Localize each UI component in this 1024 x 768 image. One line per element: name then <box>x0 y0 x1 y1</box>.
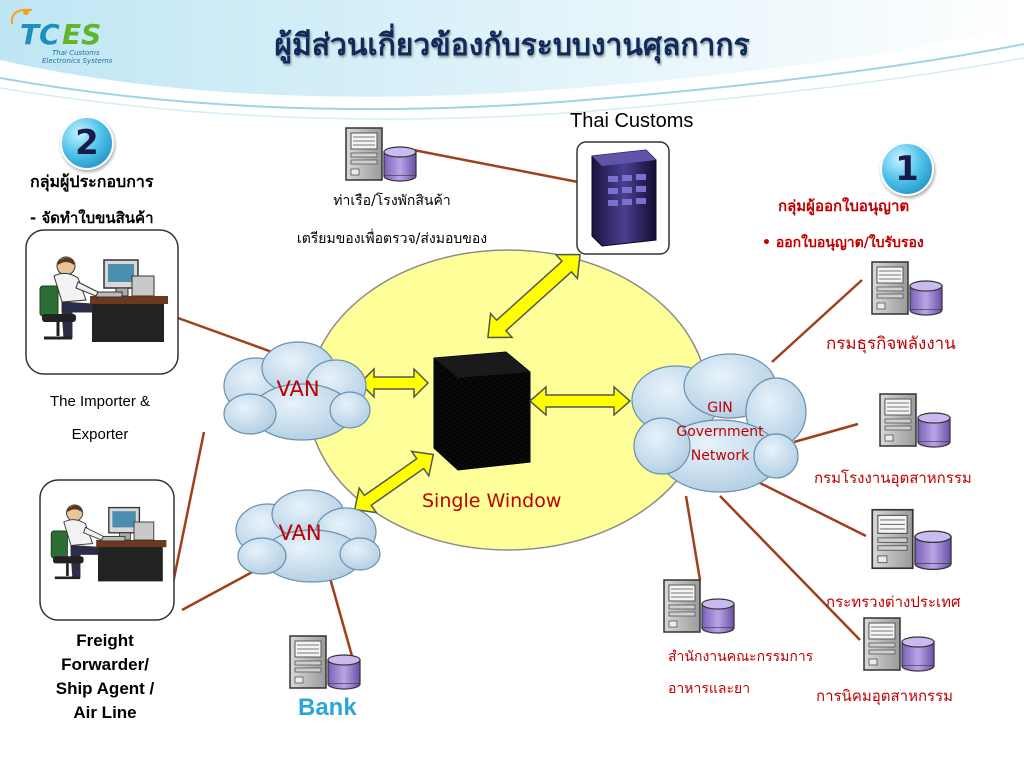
van-bottom-cloud <box>235 489 381 583</box>
logo-tc: TC <box>20 18 60 51</box>
freight-label-4: Air Line <box>73 703 137 722</box>
port-server-icon <box>345 127 417 182</box>
gin-label-2: Government <box>676 424 764 440</box>
logo-sub1: Thai Customs <box>52 49 100 57</box>
agency-fda-label-2: อาหารและยา <box>668 681 751 697</box>
foreign-server-icon <box>871 508 952 571</box>
arrows <box>353 253 632 514</box>
van-bottom-label: VAN <box>278 521 322 545</box>
van-top-cloud <box>223 341 371 441</box>
single-window-cube <box>433 351 531 471</box>
freight-label-1: Freight <box>76 631 134 650</box>
thai-customs-label: Thai Customs <box>570 110 694 132</box>
importer-label-2: Exporter <box>71 426 129 443</box>
agency-fda-label-1: สำนักงานคณะกรรมการ <box>668 649 814 665</box>
group2-badge: 2 <box>60 116 114 170</box>
group1-title: กลุ่มผู้ออกใบอนุญาต <box>778 197 910 215</box>
agency-energy-label: กรมธุรกิจพลังงาน <box>826 334 956 354</box>
gin-cloud <box>631 353 807 493</box>
logo-es: ES <box>62 18 101 51</box>
connection-lines <box>170 146 867 657</box>
van-top-label: VAN <box>276 377 320 401</box>
gin-label-3: Network <box>690 448 750 464</box>
logo-sub2: Electronics Systems <box>42 57 113 65</box>
arrow-van-singlewindow <box>358 367 430 399</box>
group1-bullet-text: ออกใบอนุญาต/ใบรับรอง <box>775 235 924 251</box>
industry-server-icon <box>879 393 951 448</box>
bank-label: Bank <box>298 694 357 721</box>
arrow-van2-singlewindow <box>353 450 435 514</box>
page-title: ผู้มีส่วนเกี่ยวข้องกับระบบงานศุลกากร <box>274 28 750 63</box>
energy-server-icon <box>871 261 943 316</box>
tces-logo: TC ES Thai Customs Electronics Systems <box>10 8 113 65</box>
group2-title: กลุ่มผู้ประกอบการ <box>30 172 154 191</box>
agency-estate-label: การนิคมอุตสาหกรรม <box>816 687 954 705</box>
header-swoosh <box>0 0 1024 97</box>
freight-label-2: Forwarder/ <box>61 655 149 674</box>
importer-label-1: The Importer & <box>49 393 151 410</box>
thai-customs-server-icon <box>591 149 657 247</box>
freight-label-3: Ship Agent / <box>55 679 155 698</box>
group1-bullet: • ออกใบอนุญาต/ใบรับรอง <box>762 235 924 251</box>
group2-bullet: - จัดทำใบขนสินค้า <box>30 209 154 227</box>
estate-server-icon <box>863 617 935 672</box>
agency-foreign-label: กระทรวงต่างประเทศ <box>826 593 961 611</box>
arrow-customs-singlewindow <box>487 253 581 339</box>
group1-badge: 1 <box>880 142 934 196</box>
port-label-2: เตรียมของเพื่อตรวจ/ส่งมอบของ <box>296 231 488 247</box>
agency-industry-label: กรมโรงงานอุตสาหกรรม <box>814 469 972 487</box>
fda-server-icon <box>663 579 735 634</box>
gin-label-1: GIN <box>707 400 733 416</box>
port-label-1: ท่าเรือ/โรงพักสินค้า <box>333 193 451 209</box>
single-window-label: Single Window <box>422 490 562 512</box>
arrow-singlewindow-gin <box>528 385 632 417</box>
